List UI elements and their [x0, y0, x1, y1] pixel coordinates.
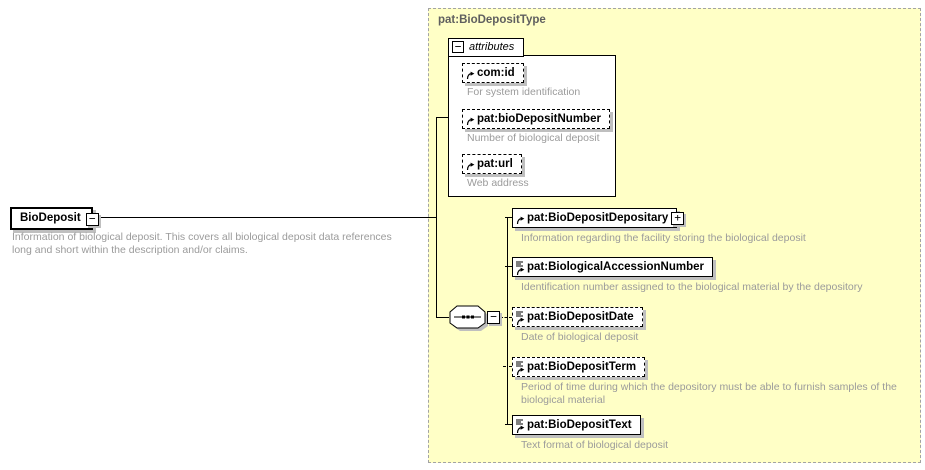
- attribute-biodepositnumber-annotation: Number of biological deposit: [467, 132, 600, 144]
- attribute-url[interactable]: pat:url: [462, 154, 522, 174]
- attribute-com-id-annotation: For system identification: [467, 86, 581, 98]
- text-content-icon: [516, 361, 523, 367]
- element-biodepositdepositary-label: pat:BioDepositDepositary: [527, 212, 669, 224]
- ref-arrow-icon: [516, 216, 525, 225]
- element-biodepositterm-annotation: Period of time during which the deposito…: [521, 381, 897, 406]
- element-biodeposittext-annotation: Text format of biological deposit: [521, 439, 669, 451]
- attribute-url-annotation: Web address: [467, 177, 529, 189]
- ref-arrow-icon: [466, 162, 475, 171]
- attributes-group-label: attributes: [469, 41, 515, 53]
- ref-arrow-icon: [516, 267, 525, 276]
- attribute-biodepositnumber[interactable]: pat:bioDepositNumber: [462, 109, 610, 129]
- connector-child-deposittext: [505, 424, 512, 425]
- biodeposit-collapse-toggle[interactable]: −: [85, 213, 99, 226]
- connector-to-attributes: [436, 117, 448, 118]
- biodepositdepositary-expand-toggle[interactable]: +: [671, 212, 685, 225]
- element-biodeposittext-label: pat:BioDepositText: [527, 419, 632, 431]
- element-biologicalaccessionnumber-annotation: Identification number assigned to the bi…: [521, 281, 863, 293]
- attribute-biodepositnumber-label: pat:bioDepositNumber: [477, 113, 601, 125]
- element-biodepositdepositary[interactable]: pat:BioDepositDepositary +: [512, 208, 685, 228]
- element-biodepositdepositary-annotation: Information regarding the facility stori…: [521, 232, 806, 244]
- element-biodepositterm[interactable]: pat:BioDepositTerm: [512, 357, 646, 377]
- element-biodeposit-label: BioDeposit: [20, 212, 81, 224]
- connector-child-depositterm: [503, 366, 512, 367]
- sequence-collapse-toggle[interactable]: −: [487, 311, 500, 324]
- ref-arrow-icon: [516, 425, 525, 434]
- connector-child-depositary: [505, 217, 512, 218]
- attribute-com-id[interactable]: com:id: [462, 63, 524, 83]
- connector-child-depositdate: [500, 317, 512, 318]
- element-biodepositdate-annotation: Date of biological deposit: [521, 331, 639, 343]
- ref-arrow-icon: [466, 71, 475, 80]
- ref-arrow-icon: [516, 367, 525, 376]
- connector-to-sequence: [436, 317, 449, 318]
- ref-arrow-icon: [516, 317, 525, 326]
- element-biodepositdate-label: pat:BioDepositDate: [527, 311, 634, 323]
- element-biodepositdate[interactable]: pat:BioDepositDate: [512, 307, 643, 327]
- element-biodeposittext[interactable]: pat:BioDepositText: [512, 415, 641, 435]
- element-biologicalaccessionnumber-label: pat:BiologicalAccessionNumber: [527, 261, 705, 273]
- complex-type-title: pat:BioDepositType: [438, 14, 546, 26]
- text-content-icon: [516, 419, 523, 425]
- connector-trunk-children: [507, 217, 508, 425]
- element-biologicalaccessionnumber[interactable]: pat:BiologicalAccessionNumber: [512, 257, 714, 277]
- text-content-icon: [516, 261, 523, 267]
- connector-child-accessionnumber: [505, 266, 512, 267]
- attribute-com-id-label: com:id: [477, 67, 515, 79]
- text-content-icon: [516, 311, 523, 317]
- attributes-group-header[interactable]: − attributes: [448, 38, 525, 57]
- element-biodepositterm-label: pat:BioDepositTerm: [527, 361, 637, 373]
- attributes-collapse-toggle[interactable]: −: [452, 41, 464, 53]
- attribute-url-label: pat:url: [477, 158, 513, 170]
- element-biodeposit[interactable]: BioDeposit −: [10, 207, 99, 230]
- sequence-compositor-icon[interactable]: [449, 305, 489, 332]
- connector-root-to-type: [100, 217, 436, 218]
- element-biodeposit-annotation: Information of biological deposit. This …: [12, 231, 392, 256]
- ref-arrow-icon: [466, 117, 475, 126]
- connector-trunk-left: [436, 117, 437, 318]
